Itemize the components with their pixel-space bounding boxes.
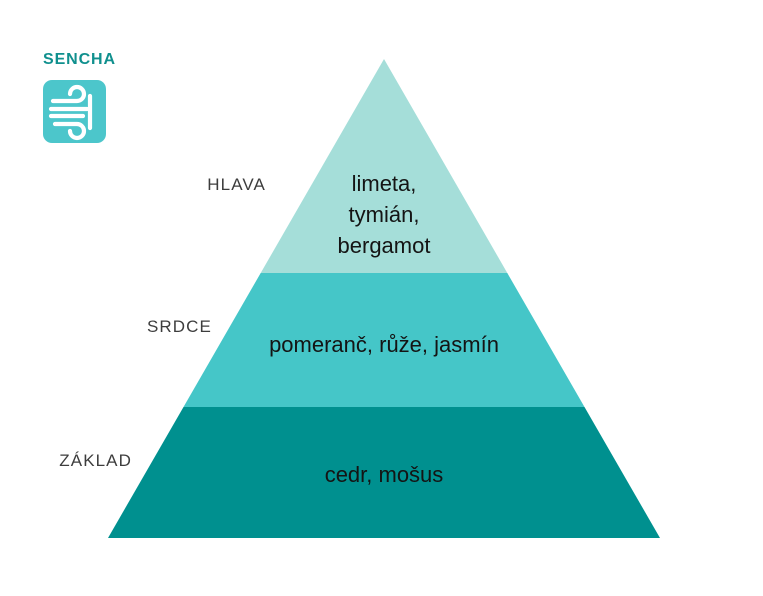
pyramid-band-top [260, 59, 508, 273]
notes-hlava: limeta, tymián, bergamot [337, 171, 431, 258]
brand-block: SENCHA [43, 50, 243, 143]
stage-label-srdce: SRDCE [146, 317, 212, 336]
wind-icon [43, 80, 106, 143]
notes-srdce: pomeranč, růže, jasmín [269, 332, 499, 357]
stage-label-zaklad: ZÁKLAD [59, 451, 132, 470]
brand-name: SENCHA [43, 51, 116, 68]
pyramid-band-base [108, 407, 660, 538]
pyramid-band-middle [183, 273, 585, 407]
notes-zaklad: cedr, mošus [324, 462, 444, 487]
stage-label-hlava: HLAVA [207, 175, 266, 194]
